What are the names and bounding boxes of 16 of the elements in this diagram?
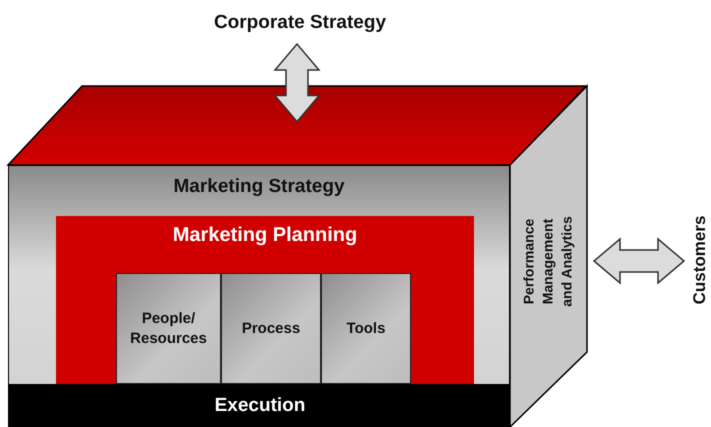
node-label: Execution <box>214 395 306 417</box>
face-label: Performance Management and Analytics <box>520 215 576 309</box>
component-box <box>116 273 221 384</box>
double-arrow <box>592 237 686 285</box>
node-label: People/ Resources <box>129 308 208 348</box>
heading-label: Corporate Strategy <box>212 12 388 34</box>
execution-bar <box>9 384 511 427</box>
component-box <box>321 273 411 384</box>
node-label: Tools <box>346 318 386 338</box>
node-label: Marketing Strategy <box>172 176 346 198</box>
double-arrow <box>273 42 321 123</box>
node-label: Marketing Planning <box>172 224 358 247</box>
planning-panel <box>56 216 474 384</box>
node-label: Process <box>240 318 302 338</box>
component-box <box>221 273 321 384</box>
side-label: Customers <box>690 214 710 306</box>
